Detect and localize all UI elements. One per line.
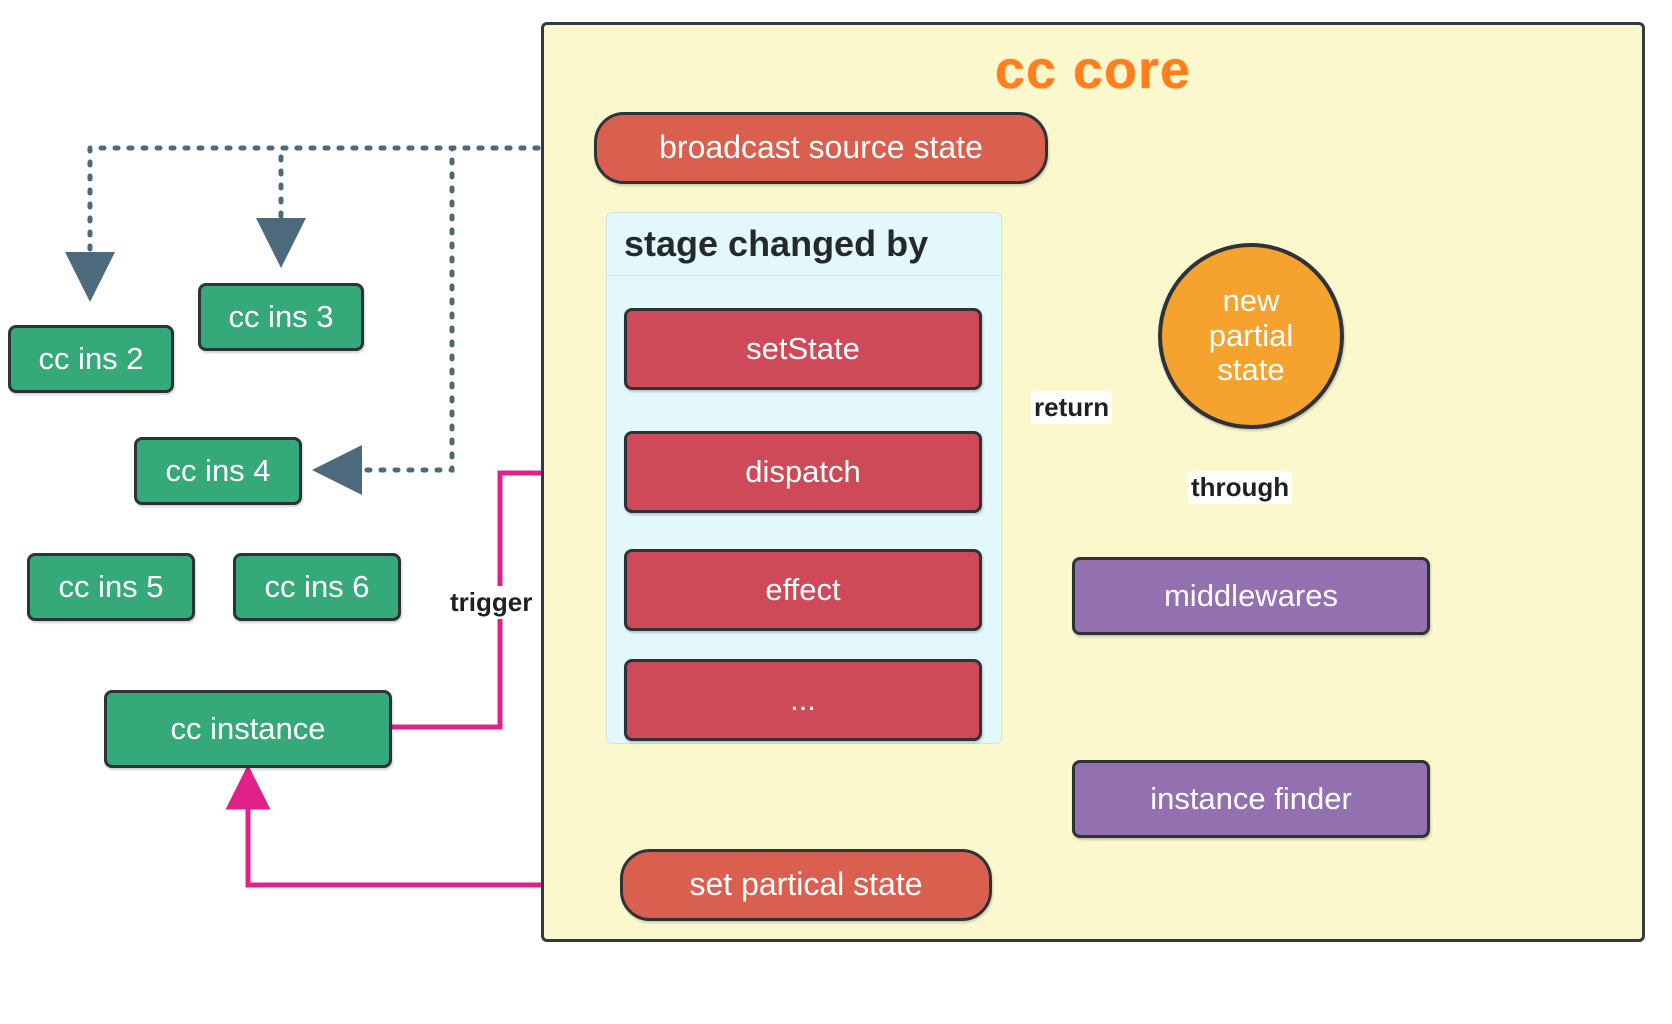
middlewares-node[interactable]: middlewares [1072,557,1430,635]
cc-ins-6-node[interactable]: cc ins 6 [233,553,401,621]
edge-label-through: through [1188,471,1293,504]
cc-ins-3-node[interactable]: cc ins 3 [198,283,364,351]
cc-instance-node[interactable]: cc instance [104,690,392,768]
edge-broadcast-to-ins2 [65,145,597,302]
stage-item-effect[interactable]: effect [624,549,982,631]
cc-ins-2-node[interactable]: cc ins 2 [8,325,174,393]
cc-ins-4-node[interactable]: cc ins 4 [134,437,302,505]
new-partial-state-node[interactable]: new partial state [1158,243,1344,429]
new-partial-state-line1: new [1222,282,1280,318]
page-title: cc core [994,40,1192,100]
stage-item-ellipsis[interactable]: ... [624,659,982,741]
edge-label-trigger: trigger [447,586,536,619]
stage-item-setstate[interactable]: setState [624,308,982,390]
broadcast-source-state-node[interactable]: broadcast source state [594,112,1048,184]
stage-changed-by-header: stage changed by [606,212,1002,276]
new-partial-state-line2: partial [1208,317,1294,353]
new-partial-state-line3: state [1217,352,1285,388]
set-partical-state-node[interactable]: set partical state [620,849,992,921]
stage-item-dispatch[interactable]: dispatch [624,431,982,513]
instance-finder-node[interactable]: instance finder [1072,760,1430,838]
cc-ins-5-node[interactable]: cc ins 5 [27,553,195,621]
edge-label-return: return [1031,391,1113,424]
